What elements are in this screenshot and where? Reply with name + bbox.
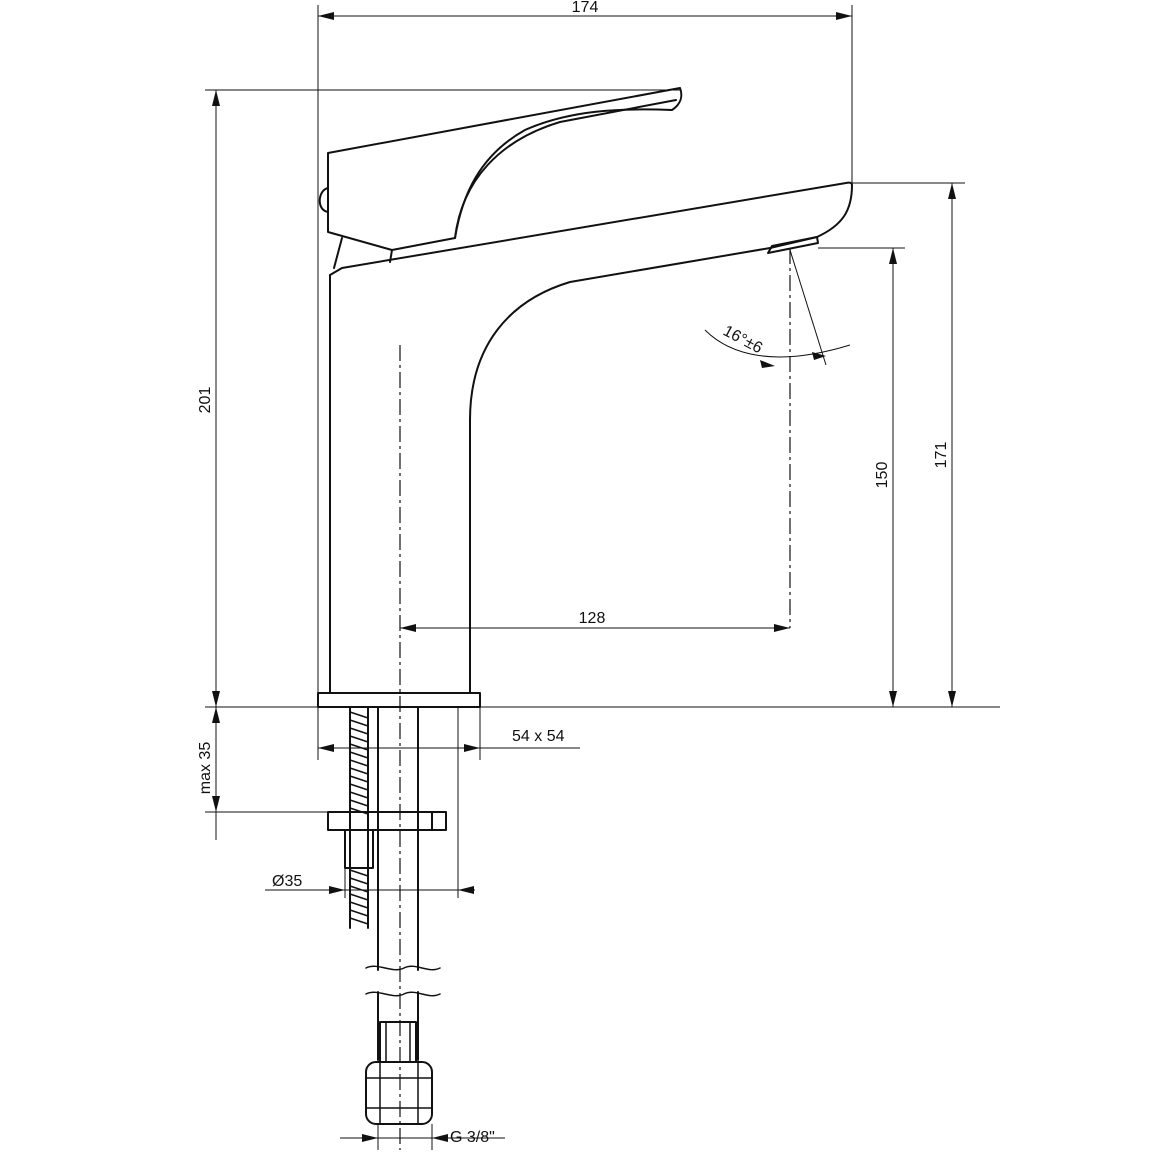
connector-nut-lines bbox=[365, 1061, 433, 1125]
hose-break-mark bbox=[365, 965, 441, 997]
label-outlet-height: 150 bbox=[874, 462, 891, 489]
connector-nut bbox=[365, 1061, 433, 1125]
lever-handle-inner-curve bbox=[454, 99, 677, 239]
supply-hose bbox=[377, 706, 419, 1061]
hose-ferrule-lines bbox=[385, 1021, 411, 1063]
label-connection-thread: G 3/8" bbox=[450, 1129, 495, 1146]
angle-ray bbox=[789, 249, 827, 366]
clamping-nut bbox=[344, 829, 374, 869]
label-max-thickness: max 35 bbox=[197, 742, 214, 795]
stud-thread bbox=[349, 711, 369, 925]
aerator bbox=[767, 236, 819, 254]
label-total-height: 201 bbox=[197, 387, 214, 414]
label-total-width: 174 bbox=[572, 0, 599, 16]
lever-handle bbox=[327, 87, 683, 251]
label-spout-reach: 128 bbox=[579, 610, 606, 627]
clamping-plate bbox=[327, 811, 447, 831]
label-base-size: 54 x 54 bbox=[512, 728, 565, 745]
angle-arc bbox=[704, 329, 851, 358]
label-hole-diameter: Ø35 bbox=[272, 873, 302, 890]
handle-pivot-cap bbox=[318, 187, 329, 213]
base-plate bbox=[317, 692, 481, 708]
label-spout-height: 171 bbox=[933, 442, 950, 469]
handle-neck bbox=[333, 237, 393, 269]
dimension-arrowheads bbox=[212, 12, 956, 1142]
